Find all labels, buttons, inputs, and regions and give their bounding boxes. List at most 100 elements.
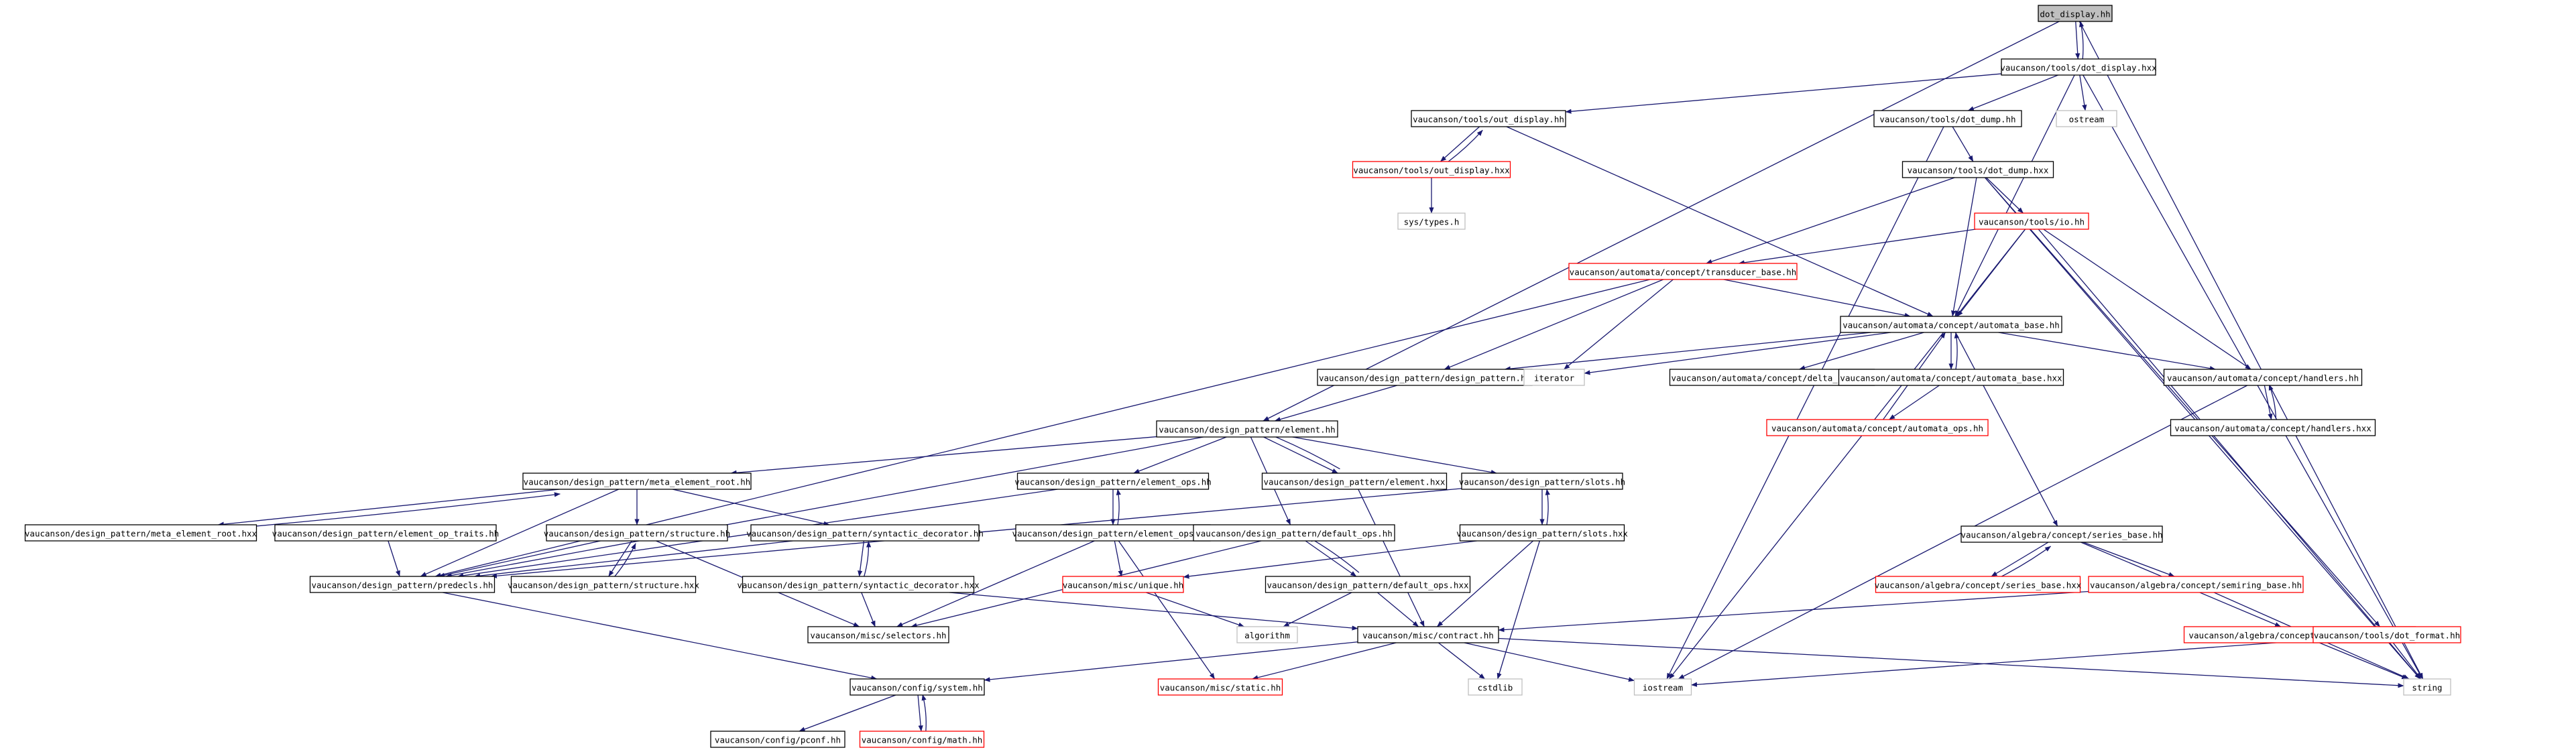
node-misc-unique-hh[interactable]: vaucanson/misc/unique.hh: [1062, 576, 1184, 593]
edge-element-hh-to-element-hxx: [1263, 436, 1338, 474]
edge-syntactic-decorator-hxx-to-syntactic-decorator-hh: [863, 541, 872, 578]
edge-config-system-hh-to-config-pconf-hh: [799, 694, 896, 732]
edge-dot-display-hh-to-tools-dot-display-hxx: [2075, 21, 2081, 60]
node-sys-types-h[interactable]: sys/types.h: [1397, 212, 1466, 230]
node-label: ostream: [2069, 115, 2105, 125]
node-label: vaucanson/design_pattern/element_ops.hh: [1014, 477, 1212, 487]
node-dot-format-hh[interactable]: vaucanson/tools/dot_format.hh: [2312, 626, 2461, 643]
node-misc-contract-hh[interactable]: vaucanson/misc/contract.hh: [1357, 626, 1499, 643]
edge-freemonoid-base-hh-to-string: [2319, 642, 2408, 680]
edge-slots-hxx-to-cstdlib: [1497, 540, 1540, 680]
node-element-hxx[interactable]: vaucanson/design_pattern/element.hxx: [1261, 473, 1448, 490]
edge-misc-unique-hh-to-algorithm: [1146, 592, 1245, 627]
edge-slots-hxx-to-slots-hh: [1545, 489, 1550, 525]
node-structure-hh[interactable]: vaucanson/design_pattern/structure.hh: [544, 524, 730, 542]
node-tools-out-display-hh[interactable]: vaucanson/tools/out_display.hh: [1411, 110, 1566, 127]
node-label: vaucanson/design_pattern/element.hxx: [1264, 477, 1446, 487]
edge-series-base-hh-to-semiring-base-hh: [2083, 542, 2175, 577]
node-config-math-hh[interactable]: vaucanson/config/math.hh: [859, 731, 985, 748]
node-string[interactable]: string: [2403, 678, 2451, 696]
edge-predecls-hh-to-config-system-hh: [443, 592, 878, 680]
node-automata-base-hh[interactable]: vaucanson/automata/concept/automata_base…: [1840, 316, 2062, 333]
node-transducer-base-hh[interactable]: vaucanson/automata/concept/transducer_ba…: [1568, 263, 1798, 280]
node-automata-ops-hh[interactable]: vaucanson/automata/concept/automata_ops.…: [1766, 419, 1989, 436]
node-structure-hxx[interactable]: vaucanson/design_pattern/structure.hxx: [508, 576, 699, 593]
edge-transducer-base-hh-to-iterator: [1564, 279, 1674, 370]
node-box: [522, 473, 752, 490]
node-series-base-hh[interactable]: vaucanson/algebra/concept/series_base.hh: [1960, 525, 2163, 543]
edge-meta-element-root-hh-to-meta-element-root-hxx: [217, 489, 560, 527]
node-automata-base-hxx[interactable]: vaucanson/automata/concept/automata_base…: [1838, 369, 2064, 386]
node-design-pattern-hh[interactable]: vaucanson/design_pattern/design_pattern.…: [1317, 369, 1533, 386]
node-tools-dot-dump-hxx[interactable]: vaucanson/tools/dot_dump.hxx: [1901, 161, 2054, 178]
node-syntactic-decorator-hh[interactable]: vaucanson/design_pattern/syntactic_decor…: [746, 524, 984, 542]
edge-automata-base-hh-to-handlers-hh: [1998, 332, 2216, 371]
node-tools-dot-dump-hh[interactable]: vaucanson/tools/dot_dump.hh: [1873, 110, 2022, 127]
edge-tools-dot-display-hxx-to-tools-dot-dump-hh: [1967, 74, 2058, 111]
edge-dot-format-hh-to-string: [2392, 642, 2422, 680]
node-ostream[interactable]: ostream: [2056, 110, 2117, 127]
node-predecls-hh[interactable]: vaucanson/design_pattern/predecls.hh: [309, 576, 495, 593]
node-meta-element-root-hxx[interactable]: vaucanson/design_pattern/meta_element_ro…: [24, 524, 257, 542]
node-element-op-traits-hh[interactable]: vaucanson/design_pattern/element_op_trai…: [272, 524, 500, 542]
node-box: [1236, 626, 1298, 643]
node-element-hh[interactable]: vaucanson/design_pattern/element.hh: [1156, 420, 1338, 438]
node-handlers-hh[interactable]: vaucanson/automata/concept/handlers.hh: [2163, 369, 2363, 386]
node-syntactic-decorator-hxx[interactable]: vaucanson/design_pattern/syntactic_decor…: [737, 576, 980, 593]
node-box: [1875, 576, 2081, 593]
node-iostream[interactable]: iostream: [1633, 678, 1692, 696]
edge-default-ops-hxx-to-default-ops-hh: [1307, 536, 1360, 573]
node-default-ops-hxx[interactable]: vaucanson/design_pattern/default_ops.hxx: [1265, 576, 1471, 593]
node-box: [1156, 420, 1338, 438]
node-algorithm[interactable]: algorithm: [1236, 626, 1298, 643]
node-element-ops-hh[interactable]: vaucanson/design_pattern/element_ops.hh: [1014, 473, 1212, 490]
node-label: vaucanson/tools/dot_display.hxx: [2000, 63, 2157, 73]
edge-misc-contract-hh-to-string: [1498, 637, 2404, 688]
node-config-pconf-hh[interactable]: vaucanson/config/pconf.hh: [710, 731, 845, 748]
node-slots-hxx[interactable]: vaucanson/design_pattern/slots.hxx: [1456, 524, 1628, 542]
node-box: [850, 678, 985, 696]
edge-series-base-hxx-to-series-base-hh: [1993, 546, 2051, 581]
node-misc-selectors-hh[interactable]: vaucanson/misc/selectors.hh: [807, 626, 949, 643]
node-label: vaucanson/config/math.hh: [862, 735, 983, 745]
node-iterator[interactable]: iterator: [1523, 369, 1585, 386]
node-misc-static-hh[interactable]: vaucanson/misc/static.hh: [1157, 678, 1283, 696]
node-label: vaucanson/misc/unique.hh: [1063, 580, 1184, 590]
edge-element-ops-hxx-to-misc-unique-hh: [1114, 540, 1123, 577]
edge-default-ops-hh-to-default-ops-hxx: [1305, 540, 1357, 577]
edge-default-ops-hxx-to-misc-contract-hh: [1377, 592, 1419, 627]
node-series-base-hxx[interactable]: vaucanson/algebra/concept/series_base.hx…: [1875, 576, 2082, 593]
edge-element-hh-to-predecls-hh: [445, 436, 1204, 578]
edge-element-op-traits-hh-to-predecls-hh: [388, 540, 400, 577]
node-handlers-hxx[interactable]: vaucanson/automata/concept/handlers.hxx: [2170, 419, 2376, 436]
node-box: [2403, 678, 2451, 696]
edge-element-hh-to-slots-hh: [1292, 436, 1497, 475]
node-meta-element-root-hh[interactable]: vaucanson/design_pattern/meta_element_ro…: [522, 473, 752, 490]
node-box: [2088, 576, 2304, 593]
edge-automata-base-hxx-to-automata-ops-hh: [1889, 385, 1940, 420]
node-box: [2001, 58, 2156, 76]
edge-tools-dot-dump-hxx-to-automata-base-hh: [1950, 177, 1977, 317]
node-label: vaucanson/algebra/concept/series_base.hh: [1960, 530, 2162, 540]
node-semiring-base-hh[interactable]: vaucanson/algebra/concept/semiring_base.…: [2088, 576, 2304, 593]
edge-default-ops-hxx-to-algorithm: [1283, 592, 1352, 627]
node-cstdlib[interactable]: cstdlib: [1468, 678, 1523, 696]
node-label: vaucanson/design_pattern/syntactic_decor…: [746, 529, 984, 539]
node-default-ops-hh[interactable]: vaucanson/design_pattern/default_ops.hh: [1193, 524, 1395, 542]
edge-misc-contract-hh-to-config-system-hh: [984, 641, 1358, 682]
node-tools-out-display-hxx[interactable]: vaucanson/tools/out_display.hxx: [1352, 161, 1511, 178]
node-box: [1873, 110, 2022, 127]
node-config-system-hh[interactable]: vaucanson/config/system.hh: [850, 678, 985, 696]
node-tools-dot-display-hxx[interactable]: vaucanson/tools/dot_display.hxx: [2000, 58, 2157, 76]
edge-element-ops-hxx-to-misc-static-hh: [1118, 540, 1216, 680]
edge-config-system-hh-to-config-math-hh: [917, 694, 923, 732]
node-slots-hh[interactable]: vaucanson/design_pattern/slots.hh: [1459, 473, 1625, 490]
edge-series-base-hh-to-series-base-hxx: [1991, 542, 2049, 577]
node-box: [742, 576, 975, 593]
node-tools-io-hh[interactable]: vaucanson/tools/io.hh: [1974, 212, 2089, 230]
node-box: [2312, 626, 2461, 643]
node-dot-display-hh[interactable]: dot_display.hh: [2038, 5, 2113, 22]
node-box: [1193, 524, 1395, 542]
node-box: [1265, 576, 1471, 593]
node-element-ops-hxx[interactable]: vaucanson/design_pattern/element_ops.hxx: [1012, 524, 1214, 542]
